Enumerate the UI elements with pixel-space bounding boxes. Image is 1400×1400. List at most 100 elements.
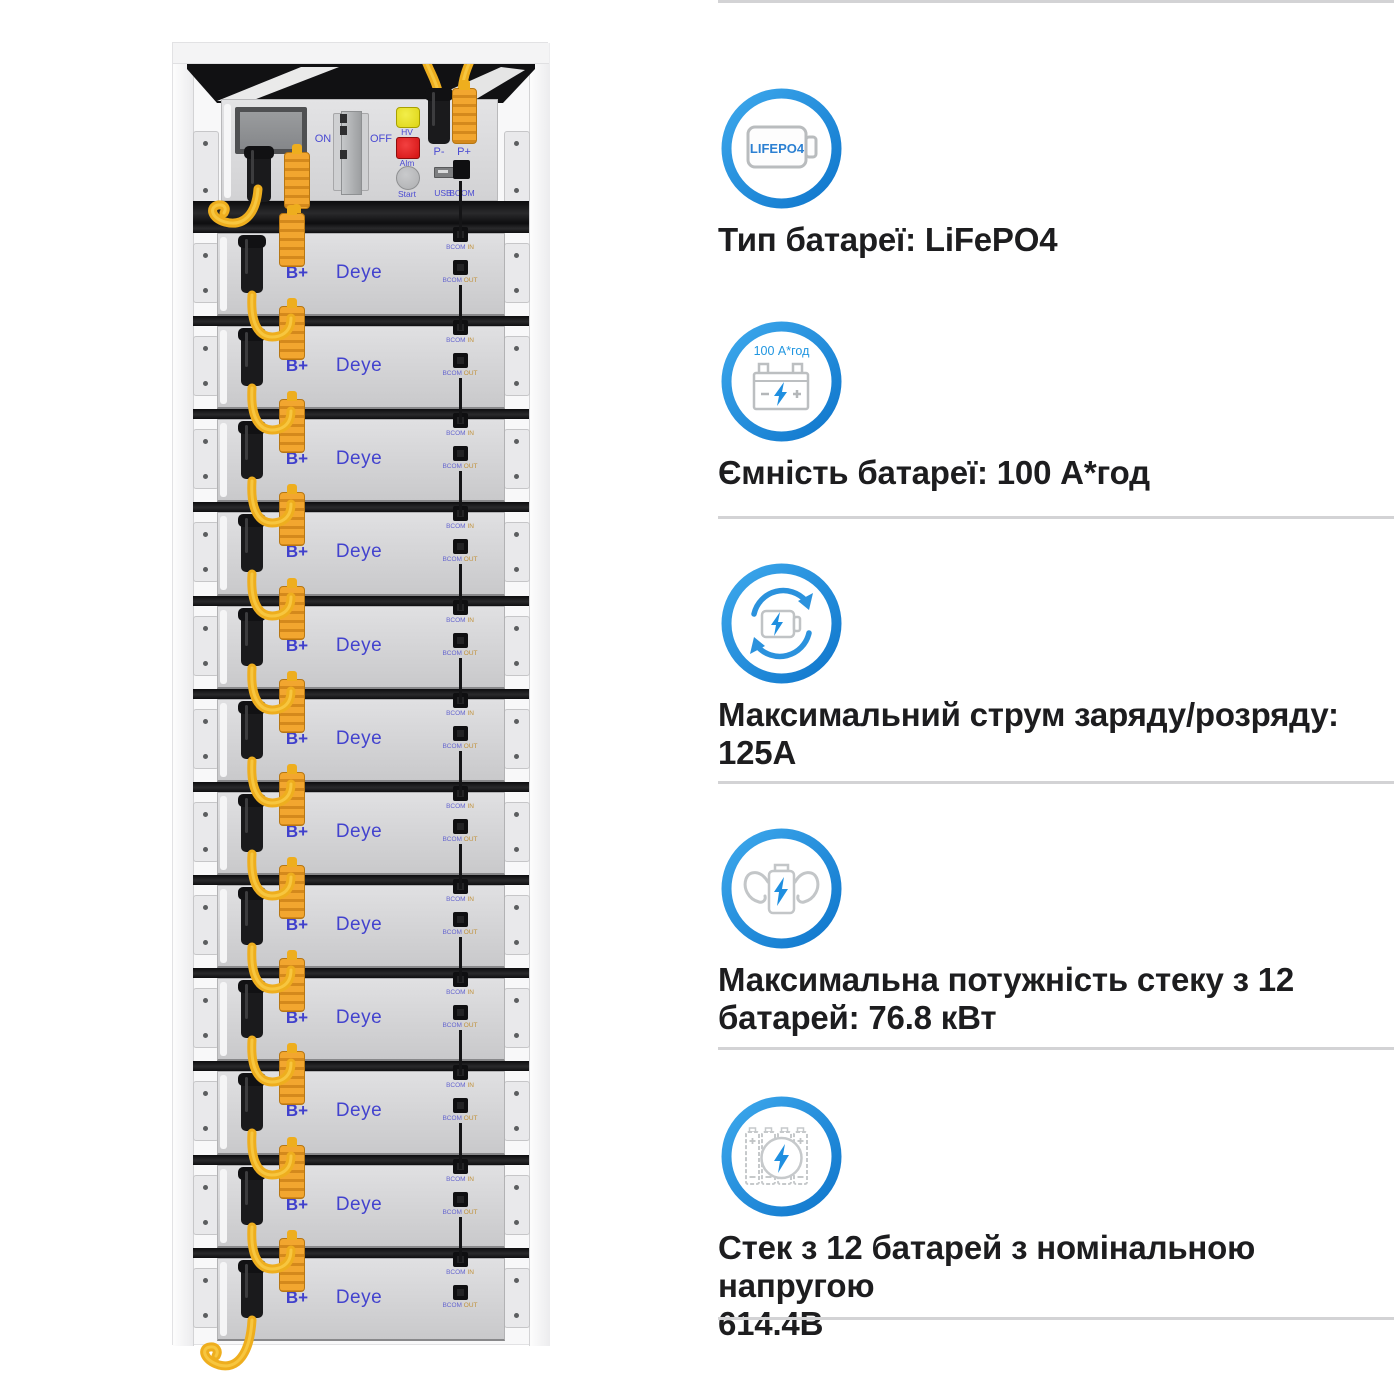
b-plus-label: B+ xyxy=(285,1194,309,1214)
stack-power-icon xyxy=(721,828,842,949)
b-minus-connector xyxy=(238,700,266,759)
start-label: Start xyxy=(398,189,416,199)
lifepo4-battery-icon: LIFEPO4 xyxy=(721,88,842,209)
rack-gap-band xyxy=(193,316,529,327)
b-minus-connector xyxy=(238,887,266,946)
battery-module: B+ Deye BCOM IN BCOM OUT xyxy=(173,670,549,808)
brand-logo: Deye xyxy=(335,727,383,749)
battery-module: B+ Deye BCOM IN BCOM OUT xyxy=(173,1136,549,1273)
bcom-out-port[interactable] xyxy=(453,353,468,369)
breaker-switch[interactable] xyxy=(333,111,369,195)
section-divider xyxy=(718,1317,1394,1320)
bcom-in-label: BCOM IN xyxy=(446,989,474,997)
start-button[interactable] xyxy=(396,166,420,190)
bcom-daisy-cable xyxy=(459,1123,462,1166)
section-divider xyxy=(718,516,1394,519)
battery-module: B+ Deye BCOM IN BCOM OUT xyxy=(173,298,549,435)
bcom-out-port[interactable] xyxy=(453,912,468,928)
p-minus-connector xyxy=(425,88,453,144)
b-plus-label: B+ xyxy=(285,1101,309,1121)
battery-module: B+ Deye BCOM IN BCOM OUT xyxy=(173,484,549,621)
bcom-out-port[interactable] xyxy=(453,632,468,648)
b-plus-connector xyxy=(279,1229,305,1292)
module-mount-ear-left xyxy=(193,336,219,397)
module-mount-ear-right xyxy=(504,708,530,769)
bcom-out-port[interactable] xyxy=(453,446,468,462)
bcom-out-label: BCOM OUT xyxy=(442,742,478,750)
b-plus-label: B+ xyxy=(285,728,309,748)
module-mount-ear-right xyxy=(504,522,530,583)
feature-title: Максимальний струм заряду/розряду: 125А xyxy=(718,696,1339,771)
brand-logo: Deye xyxy=(335,262,383,283)
b-plus-connector xyxy=(279,391,305,454)
b-plus-connector xyxy=(279,577,305,640)
bcom-daisy-cable xyxy=(459,595,462,610)
bcom-daisy-cable xyxy=(459,875,462,890)
b-plus-label: B+ xyxy=(285,635,309,655)
module-mount-ear-right xyxy=(504,429,530,490)
battery-module: B+ Deye BCOM IN BCOM OUT xyxy=(173,857,549,994)
module-mount-ear-right xyxy=(504,1174,530,1235)
rack-gap-band xyxy=(193,781,529,792)
bcom-out-port[interactable] xyxy=(453,1098,468,1114)
brand-logo: Deye xyxy=(335,448,383,470)
bcom-out-port[interactable] xyxy=(453,1005,468,1021)
bcom-in-label: BCOM IN xyxy=(446,1268,474,1276)
usb-port[interactable] xyxy=(434,167,454,178)
bcom-in-label: BCOM IN xyxy=(446,616,474,624)
module-mount-ear-right xyxy=(504,801,530,862)
battery-module: B+ Deye BCOM IN BCOM OUT xyxy=(173,577,549,715)
bcom-in-label: BCOM IN xyxy=(446,337,474,345)
svg-text:100 А*год: 100 А*год xyxy=(754,344,810,358)
bcom-out-port[interactable] xyxy=(453,539,468,555)
bcom-out-label: BCOM OUT xyxy=(442,929,478,937)
bcom-daisy-cable xyxy=(459,502,462,517)
bcom-out-port[interactable] xyxy=(453,260,468,275)
bcom-daisy-cable xyxy=(459,1030,462,1073)
module-mount-ear-right xyxy=(504,1081,530,1142)
battery-module: B+ Deye BCOM IN BCOM OUT xyxy=(173,950,549,1087)
b-plus-label: B+ xyxy=(285,1287,309,1307)
brand-logo: Deye xyxy=(335,1100,383,1122)
alarm-button[interactable] xyxy=(396,137,420,159)
battery-module: B+ Deye BCOM IN BCOM OUT xyxy=(173,391,549,528)
rack-gap-band xyxy=(193,875,529,886)
rack-post-left xyxy=(173,43,194,1346)
bcom-daisy-cable xyxy=(459,688,462,703)
svg-text:LIFEPO4: LIFEPO4 xyxy=(750,141,805,156)
bcom-in-label: BCOM IN xyxy=(446,1175,474,1183)
bcom-daisy-cable xyxy=(459,316,462,331)
bcom-in-label: BCOM IN xyxy=(446,523,474,531)
bcom-out-port[interactable] xyxy=(453,1191,468,1207)
rack-gap-band xyxy=(193,1154,529,1165)
b-minus-connector xyxy=(238,793,266,852)
hv-button[interactable] xyxy=(396,107,420,128)
section-divider xyxy=(718,1047,1394,1050)
bcom-daisy-cable xyxy=(459,781,462,796)
brand-logo: Deye xyxy=(335,1007,383,1029)
b-minus-connector xyxy=(238,514,266,573)
bcom-out-port[interactable] xyxy=(453,725,468,741)
control-module: ON OFF HV Alm Start USB BCOM P- P+ xyxy=(221,80,498,232)
bcom-daisy-cable xyxy=(459,564,462,607)
bcom-daisy-cable xyxy=(459,968,462,983)
bcom-daisy-cable xyxy=(459,378,462,421)
b-plus-label: B+ xyxy=(285,263,309,282)
bcom-daisy-cable xyxy=(459,223,462,237)
bcom-out-port[interactable] xyxy=(453,1284,468,1300)
bcom-out-label: BCOM OUT xyxy=(442,1022,478,1030)
module-mount-ear-left xyxy=(193,1267,219,1328)
b-plus-connector xyxy=(279,670,305,733)
brand-logo: Deye xyxy=(335,914,383,936)
b-minus-connector xyxy=(238,607,266,666)
battery-module: B+ Deye BCOM IN BCOM OUT xyxy=(173,1229,549,1371)
bcom-port[interactable] xyxy=(453,160,470,179)
bcom-out-label: BCOM OUT xyxy=(442,649,478,657)
rack-gap-band xyxy=(193,968,529,979)
bcom-out-port[interactable] xyxy=(453,818,468,834)
module-mount-ear-left xyxy=(193,988,219,1049)
feature-title: Ємність батареї: 100 А*год xyxy=(718,454,1150,491)
b-minus-connector xyxy=(238,1073,266,1132)
bcom-in-label: BCOM IN xyxy=(446,896,474,904)
b-minus-connector xyxy=(238,1166,266,1225)
